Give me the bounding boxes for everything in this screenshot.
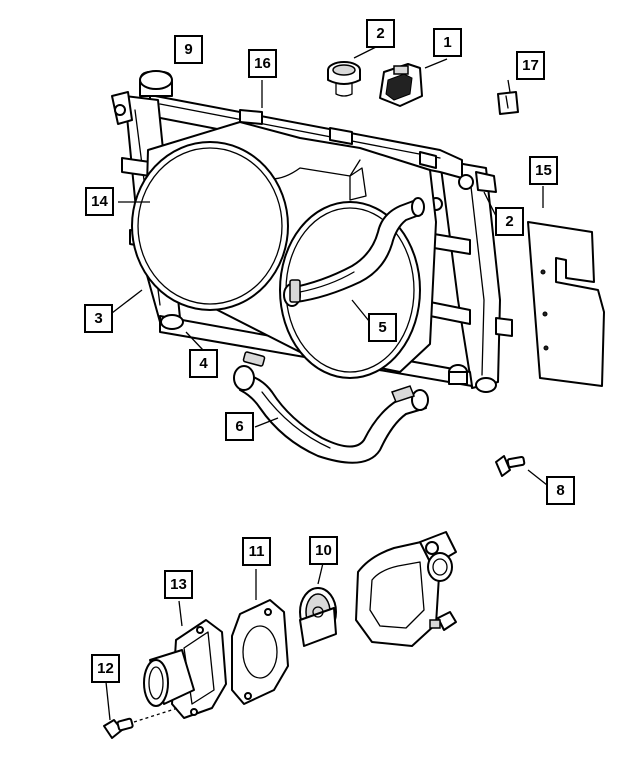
clip: [497, 91, 519, 115]
radiator-cap: [327, 61, 361, 97]
lower-hose: [233, 351, 468, 464]
callout-12: 12: [91, 654, 120, 683]
callout-label: 12: [97, 660, 114, 677]
outlet-bolt: [103, 707, 179, 739]
callout-4: 4: [189, 349, 218, 378]
callout-label: 9: [184, 41, 192, 58]
callout-label: 3: [94, 310, 102, 327]
callout-label: 4: [199, 355, 208, 372]
callout-2-top: 2: [366, 19, 395, 48]
callout-8: 8: [546, 476, 575, 505]
callout-17: 17: [516, 51, 545, 80]
leader-lines: [105, 44, 548, 721]
callout-label: 6: [235, 418, 243, 435]
callout-3: 3: [84, 304, 113, 333]
callout-13: 13: [164, 570, 193, 599]
bolt: [495, 455, 526, 477]
callout-11: 11: [242, 537, 271, 566]
gasket: [231, 599, 289, 705]
callout-10: 10: [309, 536, 338, 565]
callout-label: 2: [505, 213, 513, 230]
thermostat: [299, 587, 337, 647]
callout-label: 1: [443, 34, 451, 51]
water-outlet: [143, 619, 227, 719]
callout-6: 6: [225, 412, 254, 441]
radiator-mount: [379, 63, 423, 107]
callout-1: 1: [433, 28, 462, 57]
callout-14: 14: [85, 187, 114, 216]
callout-label: 16: [254, 55, 271, 72]
callout-label: 14: [91, 193, 108, 210]
callout-label: 5: [378, 319, 386, 336]
callout-label: 11: [249, 543, 265, 560]
callout-16: 16: [248, 49, 277, 78]
callout-5: 5: [368, 313, 397, 342]
thermostat-housing: [355, 531, 457, 647]
callout-label: 17: [522, 57, 539, 74]
air-seal: [527, 221, 605, 387]
upper-hose: [283, 197, 425, 307]
callout-label: 8: [556, 482, 564, 499]
callout-2-right: 2: [495, 207, 524, 236]
callout-label: 13: [170, 576, 187, 593]
callout-15: 15: [529, 156, 558, 185]
callout-label: 2: [376, 25, 384, 42]
callout-label: 10: [315, 542, 332, 559]
callout-label: 15: [535, 162, 552, 179]
callout-9: 9: [174, 35, 203, 64]
